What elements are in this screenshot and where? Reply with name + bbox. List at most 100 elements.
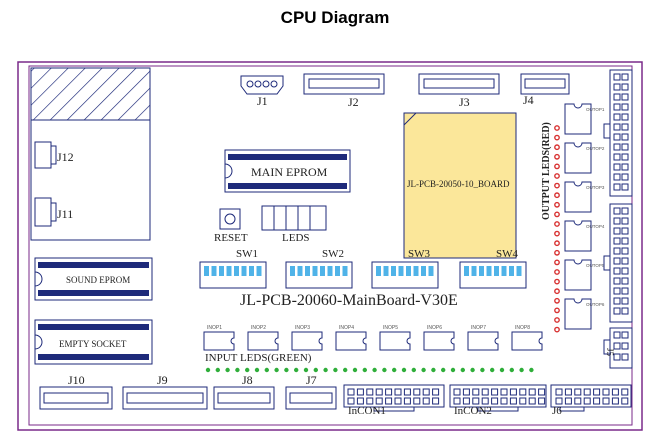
dip-switch-4: SW4	[459, 248, 527, 289]
connector-j11: J11	[34, 197, 73, 227]
red-led	[554, 307, 560, 314]
green-led	[362, 367, 367, 373]
green-led	[254, 367, 260, 373]
green-led	[274, 367, 279, 373]
j10-label: J10	[68, 373, 85, 387]
output-relay-label: OUTOP1	[586, 107, 605, 112]
green-led	[401, 367, 407, 373]
board-outline	[17, 61, 643, 431]
green-led	[450, 367, 456, 373]
red-led	[554, 153, 560, 160]
dip-switch-label: SW2	[322, 248, 344, 260]
input-relay-label: INOP6	[427, 325, 442, 331]
output-relay: OUTOP4	[564, 220, 605, 252]
j3-label: J3	[459, 95, 470, 109]
dip-switch-1: SW1	[199, 248, 267, 289]
hatched-region-outline	[30, 67, 151, 241]
red-led	[554, 249, 560, 256]
output-relay: OUTOP5	[564, 259, 605, 291]
green-led	[421, 367, 426, 373]
green-led	[352, 367, 358, 373]
sound-eprom-label: SOUND EPROM	[66, 275, 130, 285]
connector-j3: J3	[418, 73, 500, 109]
green-led	[245, 367, 250, 373]
input-led-row	[205, 367, 534, 373]
input-relay-label: INOP1	[207, 325, 222, 331]
red-led	[554, 278, 560, 285]
green-led	[225, 367, 230, 373]
red-led	[554, 259, 560, 266]
j2-label: J2	[348, 95, 359, 109]
green-led	[323, 367, 328, 373]
j8-label: J8	[242, 373, 253, 387]
dip-switch-label: SW4	[496, 248, 519, 260]
daughter-board: JL-PCB-20050-10_BOARD	[403, 112, 517, 259]
connector-j4: J4	[520, 73, 570, 107]
red-led	[554, 297, 560, 304]
connector-j2: J2	[303, 73, 385, 109]
connector-j8: J8	[213, 373, 275, 410]
red-led	[554, 221, 560, 227]
connector-j12: J12	[34, 141, 74, 169]
red-led	[554, 326, 560, 333]
red-led	[554, 288, 560, 295]
output-relay-label: OUTOP4	[586, 224, 605, 229]
dip-switch-row: SW1 SW2 SW3 SW4	[199, 248, 527, 289]
input-relay: INOP5	[379, 325, 411, 351]
reset-button: RESET	[214, 208, 248, 244]
input-relay: INOP4	[335, 325, 367, 351]
red-led	[554, 201, 560, 208]
output-led-column	[554, 125, 560, 333]
leds-label: LEDS	[282, 232, 310, 244]
output-relay: OUTOP2	[564, 142, 605, 174]
j7-label: J7	[306, 373, 317, 387]
red-led	[554, 269, 560, 275]
green-led	[499, 367, 505, 373]
sound-eprom-chip: SOUND EPROM	[34, 257, 153, 301]
output-leds-label: OUTPUT LEDS(RED)	[541, 122, 552, 220]
green-led	[470, 367, 475, 373]
daughter-board-label: JL-PCB-20050-10_BOARD	[407, 179, 510, 189]
right-connector-pins	[613, 73, 629, 361]
dip-switch-3: SW3	[371, 248, 439, 289]
green-led	[343, 367, 348, 373]
leds-block: LEDS	[261, 205, 327, 244]
green-led	[460, 367, 465, 373]
connector-j6: J6	[550, 384, 632, 417]
connector-incon2: InCON2	[449, 384, 547, 417]
j1-label: J1	[257, 94, 268, 108]
green-led	[411, 367, 416, 373]
green-led	[509, 367, 514, 373]
red-led	[554, 192, 560, 199]
incon2-label: InCON2	[454, 405, 492, 417]
input-relay-label: INOP2	[251, 325, 266, 331]
output-relay: OUTOP6	[564, 298, 605, 330]
green-led	[235, 367, 240, 373]
green-led	[294, 367, 299, 373]
input-relay-label: INOP7	[471, 325, 486, 331]
dip-switch-label: SW3	[408, 248, 431, 260]
j6-label: J6	[552, 405, 562, 417]
input-relay: INOP7	[467, 325, 499, 351]
green-led	[313, 367, 318, 373]
output-relay: OUTOP3	[564, 181, 605, 213]
red-led	[554, 240, 560, 247]
green-led	[490, 367, 495, 373]
red-led	[554, 230, 560, 237]
j12-label: J12	[57, 150, 74, 164]
output-relay-label: OUTOP3	[586, 185, 605, 190]
red-led	[554, 317, 560, 323]
connector-j7: J7	[285, 373, 337, 410]
output-relay-label: OUTOP5	[586, 263, 605, 268]
diagram-title: CPU Diagram	[280, 8, 390, 27]
j9-label: J9	[157, 373, 168, 387]
red-led	[554, 125, 560, 131]
red-led	[554, 163, 560, 170]
connector-j1: J1	[240, 75, 284, 108]
output-relay-label: OUTOP6	[586, 302, 605, 307]
green-led	[431, 367, 436, 373]
input-leds-label: INPUT LEDS(GREEN)	[205, 352, 312, 364]
green-led	[529, 367, 534, 373]
